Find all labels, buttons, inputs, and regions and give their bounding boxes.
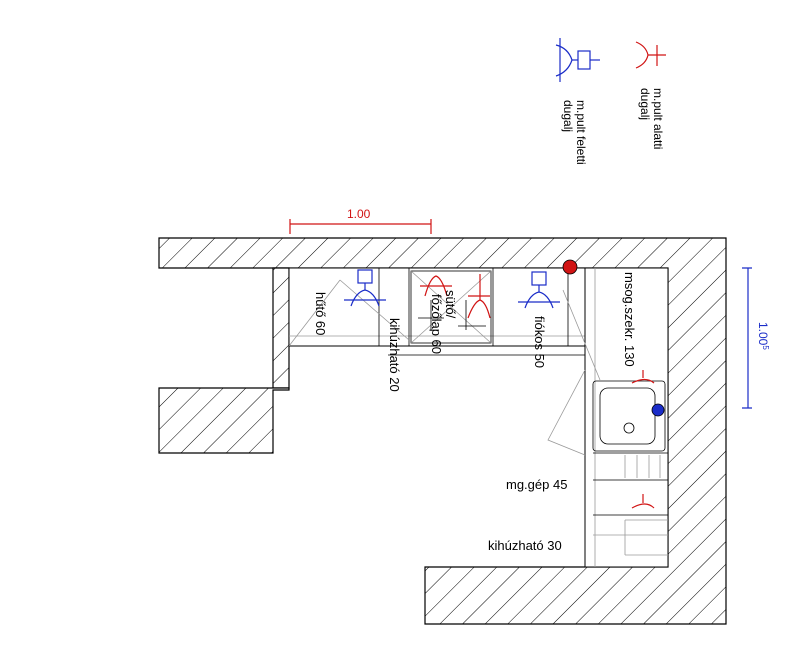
counter-right: [584, 267, 669, 568]
above-counter-sockets: [344, 269, 665, 417]
label-oven-line2: főzőlap 60: [429, 294, 444, 354]
below-counter-socket-dishwasher-icon: [631, 494, 655, 509]
wall-left-block: [158, 387, 290, 454]
above-counter-socket-fridge-icon: [344, 269, 386, 307]
above-counter-socket-sink-marker: [651, 403, 665, 417]
dimension-vertical: 1.005: [742, 267, 770, 409]
hob-markers: [418, 300, 486, 330]
label-oven-line1: sütő/: [443, 290, 458, 319]
legend-below-counter-line1: m.pult alatti: [651, 88, 665, 149]
dimension-vertical-label: 1.005: [756, 322, 770, 350]
label-pullout-30: kihúzható 30: [488, 538, 562, 553]
below-counter-socket-sink-icon: [631, 370, 655, 384]
label-pullout-20: kihúzható 20: [387, 318, 402, 392]
legend-above-counter-line1: m.pult feletti: [574, 100, 588, 165]
dimension-horizontal-label: 1.00: [347, 207, 371, 221]
below-counter-socket-oven-right-icon: [467, 274, 491, 319]
sink-outer: [592, 380, 666, 452]
legend-above-counter-line2: dugalj: [561, 100, 575, 132]
sink-drain-icon: [623, 422, 635, 434]
dimension-horizontal: 1.00: [289, 207, 432, 234]
legend-below-counter-line2: dugalj: [638, 88, 652, 120]
unit-labels: hűtő 60 kihúzható 20 sütő/ főzőlap 60 fi…: [313, 272, 637, 553]
label-drawers: fiókos 50: [532, 316, 547, 368]
counter-top-row: [288, 267, 586, 356]
below-counter-sockets: [420, 259, 655, 509]
label-fridge: hűtő 60: [313, 292, 328, 335]
walls: [158, 237, 727, 625]
below-counter-socket-icon: [635, 41, 666, 69]
label-corner-cabinet: msog.szekr. 130: [622, 272, 637, 367]
sink-bowl: [599, 387, 656, 445]
counter-right-row: [547, 267, 669, 568]
dimension-vertical-superscript: 5: [761, 345, 770, 350]
below-counter-socket-oven-left-icon: [420, 275, 452, 297]
label-dishwasher: mg.gép 45: [506, 477, 567, 492]
above-counter-socket-icon: [555, 38, 600, 82]
legend: m.pult feletti dugalj m.pult alatti duga…: [555, 38, 666, 165]
above-counter-socket-drawers-icon: [518, 271, 560, 309]
below-counter-socket-corner-marker: [562, 259, 578, 275]
oven-hob: [410, 270, 492, 344]
wall-left-pier: [272, 267, 290, 389]
